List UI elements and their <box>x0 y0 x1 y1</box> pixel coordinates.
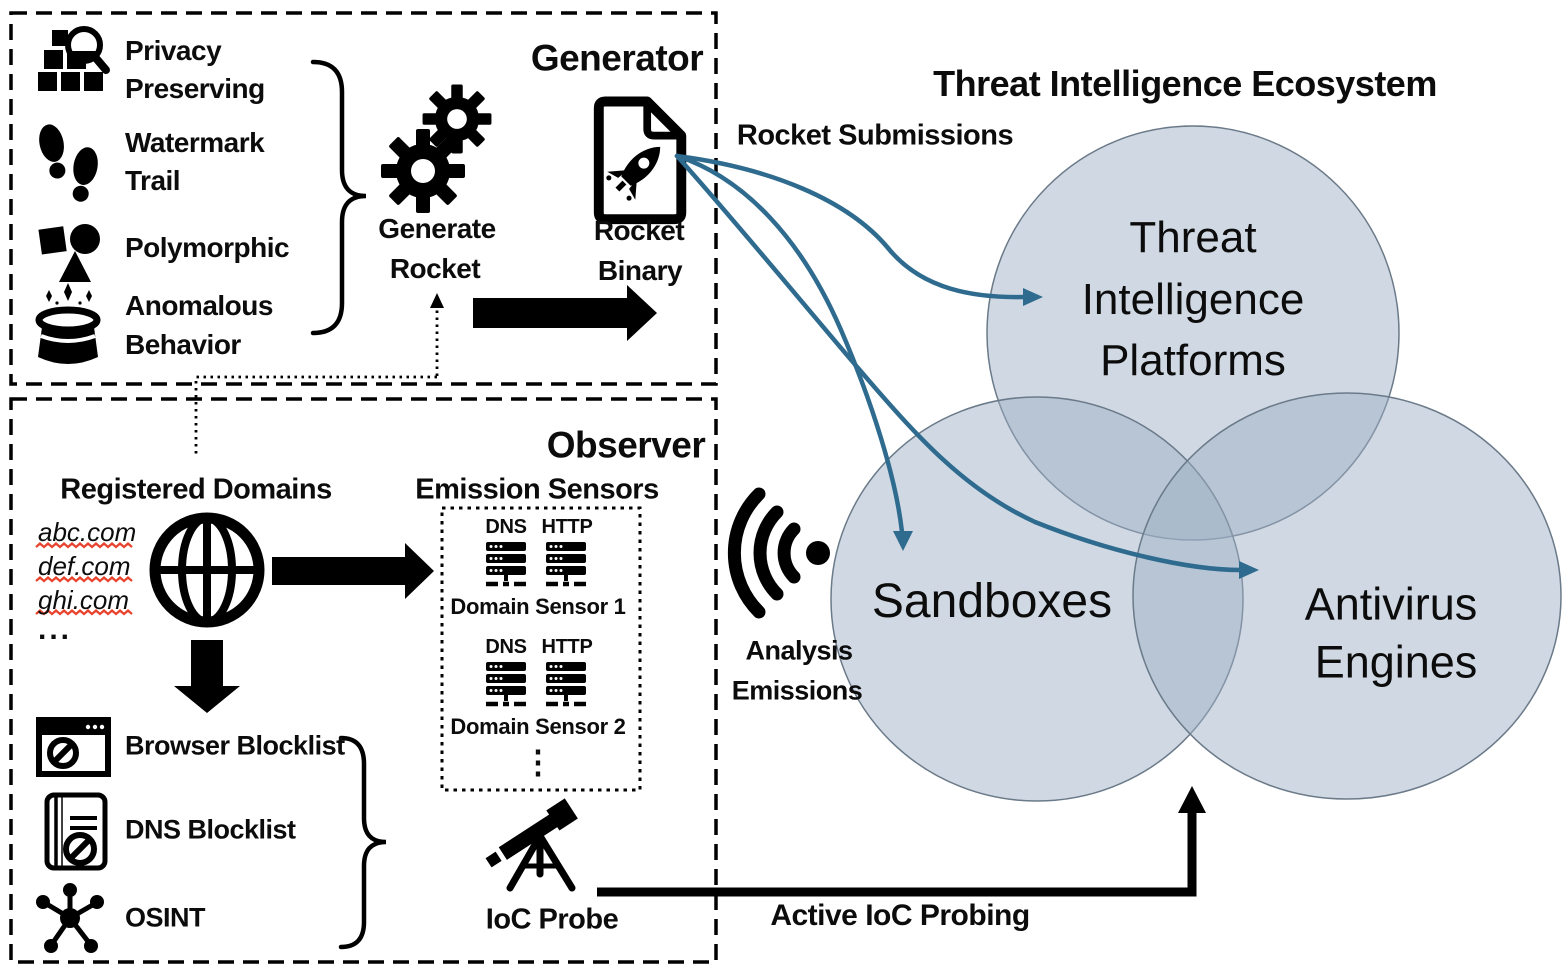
dotted-feedback-arrowhead <box>430 293 444 308</box>
registered-domains-heading: Registered Domains <box>60 473 332 506</box>
server-stack-icon <box>546 662 586 704</box>
domain-list-more: ... <box>38 613 73 646</box>
feed-osint: OSINT <box>125 902 206 933</box>
observer-title: Observer <box>546 424 706 466</box>
active-ioc-probing-label: Active IoC Probing <box>770 899 1030 932</box>
analysis-emissions-line2: Emissions <box>731 675 863 706</box>
feature-watermark-line2: Trail <box>125 165 181 196</box>
analysis-emissions-line1: Analysis <box>745 635 853 666</box>
observer-box-border <box>9 397 718 964</box>
ecosystem-title: Threat Intelligence Ecosystem <box>933 63 1437 104</box>
watermark-trail-icon <box>39 124 98 202</box>
osint-network-icon <box>36 883 104 953</box>
arrow-generate-to-binary <box>473 285 657 341</box>
generate-rocket-line2: Rocket <box>389 253 481 284</box>
ioc-probe-label: IoC Probe <box>485 903 619 936</box>
feature-anomalous-line1: Anomalous <box>125 290 273 321</box>
globe-icon <box>149 512 265 628</box>
browser-blocklist-icon <box>36 717 111 777</box>
venn-circle-antivirus-engines <box>1132 392 1562 800</box>
feed-browser-blocklist: Browser Blocklist <box>125 730 345 761</box>
analysis-emissions-icon <box>727 487 830 619</box>
antivirus-label-line2: Engines <box>1314 636 1478 688</box>
emission-sensor-servers <box>486 542 586 704</box>
sensor1-dns-label: DNS <box>485 516 527 538</box>
platforms-label-line1: Threat <box>1129 213 1257 262</box>
server-stack-icon <box>486 542 526 584</box>
generator-title: Generator <box>530 37 704 79</box>
sensor2-http-label: HTTP <box>541 636 593 658</box>
arrow-globe-to-sensors <box>272 543 434 599</box>
sensor2-dns-label: DNS <box>485 636 527 658</box>
feature-privacy-line2: Preserving <box>125 73 265 104</box>
feature-privacy-line1: Privacy <box>125 35 222 66</box>
polymorphic-icon <box>38 224 100 282</box>
domain-sensor-2-label: Domain Sensor 2 <box>450 714 626 739</box>
venn-diagram <box>830 125 1562 802</box>
rocket-binary-line1: Rocket <box>593 215 685 246</box>
rocket-submissions-label: Rocket Submissions <box>736 119 1014 152</box>
platforms-label-line2: Intelligence <box>1081 275 1305 324</box>
rocket-submission-curves <box>674 153 1243 573</box>
gears-icon <box>381 84 492 213</box>
privacy-preserving-icon <box>38 26 110 91</box>
active-ioc-probing-arrow <box>597 786 1206 897</box>
spellcheck-squiggles <box>35 542 133 616</box>
domain-item: ghi.com <box>38 585 130 615</box>
dotted-feedback-arrow <box>194 306 439 457</box>
domain-sensor-1-label: Domain Sensor 1 <box>450 594 626 619</box>
dns-blocklist-icon <box>44 792 108 871</box>
observer-feeds-brace <box>338 735 387 950</box>
sandboxes-label: Sandboxes <box>871 575 1113 628</box>
generator-feature-brace <box>310 59 367 336</box>
curve-to-antivirus <box>674 153 1243 573</box>
domain-item: def.com <box>38 551 131 581</box>
telescope-icon <box>485 798 578 892</box>
antivirus-label-line1: Antivirus <box>1304 578 1478 630</box>
platforms-label-line3: Platforms <box>1100 336 1286 385</box>
venn-circle-threat-intelligence-platforms <box>986 125 1400 541</box>
curve-to-platforms <box>674 153 1027 300</box>
arrow-globe-down <box>174 640 240 713</box>
sensor1-http-label: HTTP <box>541 516 593 538</box>
emission-sensors-heading: Emission Sensors <box>415 473 659 506</box>
feature-anomalous-line2: Behavior <box>125 329 241 360</box>
domain-item: abc.com <box>38 517 137 547</box>
server-stack-icon <box>546 542 586 584</box>
server-stack-icon <box>486 662 526 704</box>
curve-to-sandboxes <box>674 153 905 535</box>
feed-dns-blocklist: DNS Blocklist <box>125 814 296 845</box>
venn-circle-sandboxes <box>830 396 1244 802</box>
rocket-submission-arrowheads <box>893 288 1259 579</box>
generate-rocket-line1: Generate <box>378 213 496 244</box>
feature-watermark-line1: Watermark <box>125 127 265 158</box>
anomalous-behavior-icon <box>35 283 101 364</box>
rocket-binary-line2: Binary <box>597 255 683 286</box>
rocket-binary-file-icon <box>593 96 687 225</box>
feature-polymorphic: Polymorphic <box>125 232 290 263</box>
emission-sensors-box-border <box>440 506 642 792</box>
sensor-list-ellipsis: ⋮ <box>522 744 554 780</box>
